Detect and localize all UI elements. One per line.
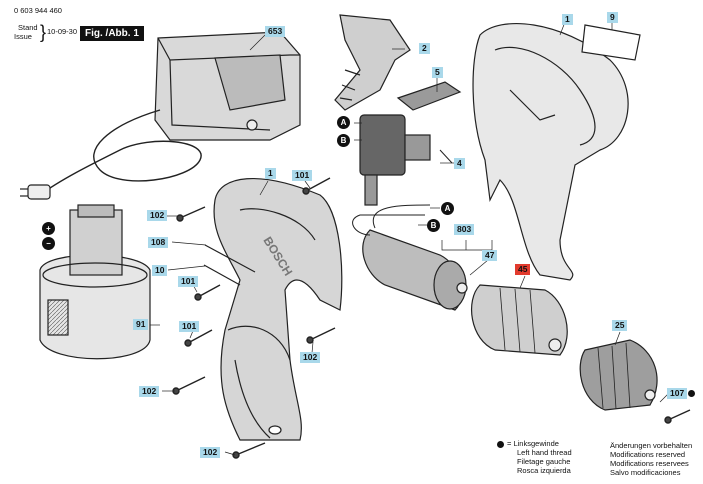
charger [20,31,301,200]
callout-10: 10 [152,265,168,276]
legend-right-line3: Modifications reservees [610,459,689,468]
legend-modifications: Änderungen vorbehalten Modifications res… [610,441,692,477]
legend-right-line4: Salvo modificaciones [610,468,681,477]
housing-half-right [472,22,641,281]
callout-25: 25 [612,320,628,331]
leader-lines [150,21,669,456]
battery-pack [39,204,151,360]
callout-101-a: 101 [292,170,313,181]
callout-102-c: 102 [139,386,160,397]
figure-label: Fig. /Abb. 1 [80,26,144,41]
motor [352,204,468,311]
legend-right-line1: Änderungen vorbehalten [610,441,693,450]
battery-minus-terminal: − [42,237,55,250]
callout-45: 45 [515,264,531,275]
legend-left-line3: Filetage gauche [517,457,571,466]
legend-left-line1: = Linksgewinde [507,439,559,448]
callout-1-top: 1 [562,14,573,25]
callout-107: 107 [667,388,688,399]
callout-101-b: 101 [178,276,199,287]
callout-102-a: 102 [147,210,168,221]
callout-91: 91 [133,319,149,330]
connector-a-top: A [337,116,350,129]
legend-left-line2: Left hand thread [517,448,572,457]
switch-unit [359,114,453,206]
left-hand-thread-marker [688,390,695,397]
callout-5: 5 [432,67,443,78]
issue-date: 10-09-30 [47,27,78,36]
callout-102-b: 102 [300,352,321,363]
cover-plate [396,81,462,111]
chuck [579,339,658,411]
callout-47: 47 [482,250,498,261]
callout-1-body: 1 [265,168,276,179]
connector-a-mid: A [441,202,454,215]
stand-label: Stand [18,23,38,32]
callout-4: 4 [454,158,465,169]
callout-653: 653 [265,26,286,37]
issue-label: Issue [14,32,32,41]
thread-dot-icon [497,440,504,448]
legend-right-line2: Modifications reserved [610,450,686,459]
belt-clip [334,14,411,111]
callout-108: 108 [148,237,169,248]
gearbox [471,284,568,356]
callout-803: 803 [454,224,475,235]
callout-2: 2 [419,43,430,54]
callout-9: 9 [607,12,618,23]
callout-101-c: 101 [179,321,200,332]
legend-thread: = Linksgewinde Left hand thread Filetage… [497,439,572,475]
callout-102-d: 102 [200,447,221,458]
legend-left-line4: Rosca izquierda [517,466,571,475]
part-number: 0 603 944 460 [14,6,62,15]
brace-glyph: } [40,22,47,42]
connector-b-top: B [337,134,350,147]
pins [203,244,256,286]
housing-half-left: BOSCH [213,178,343,441]
battery-plus-terminal: + [42,222,55,235]
connector-b-mid: B [427,219,440,232]
screws [172,177,691,459]
